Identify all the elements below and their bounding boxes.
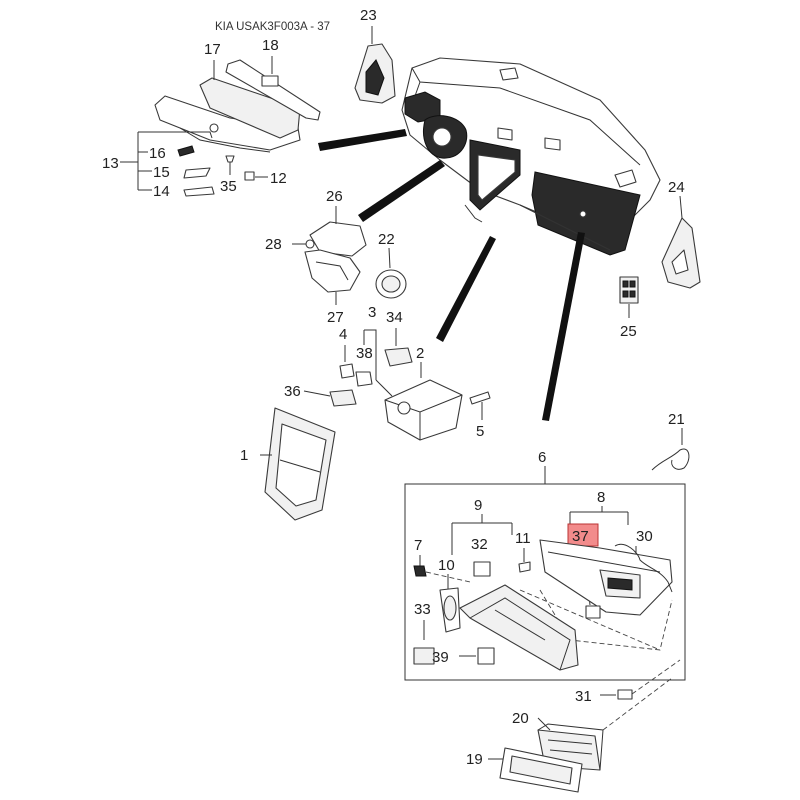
callout-5: 5 (476, 423, 484, 440)
callout-31: 31 (575, 688, 592, 705)
part-19-20-storage: 20 19 (466, 677, 673, 793)
callout-18: 18 (262, 37, 279, 54)
callout-34: 34 (386, 309, 403, 326)
callout-2: 2 (416, 345, 424, 362)
callout-1: 1 (240, 447, 248, 464)
pointer-arrows (318, 129, 585, 421)
callout-35: 35 (220, 178, 237, 195)
part-6-glovebox-frame: 6 (404, 449, 686, 681)
callout-10: 10 (438, 557, 455, 574)
part-21-wire: 21 (651, 411, 690, 471)
callout-33: 33 (414, 601, 431, 618)
part-9-group: 9 32 10 11 7 (413, 497, 531, 590)
callout-15: 15 (153, 164, 170, 181)
dashboard-assembly (401, 57, 661, 256)
callout-23: 23 (360, 7, 377, 24)
callout-17: 17 (204, 41, 221, 58)
part-26-27-28-shroud: 26 28 27 (265, 188, 367, 326)
callout-32: 32 (471, 536, 488, 553)
part-13-bracket: 13 16 15 14 35 12 (102, 131, 287, 200)
part-23-trim: 23 (354, 7, 396, 104)
part-8-bracket: 8 30 (569, 489, 653, 545)
callout-4: 4 (339, 326, 347, 343)
callout-3: 3 (368, 304, 376, 321)
part-33-39: 33 39 (413, 601, 495, 666)
callout-12: 12 (270, 170, 287, 187)
callout-28: 28 (265, 236, 282, 253)
callout-9: 9 (474, 497, 482, 514)
callout-39: 39 (432, 649, 449, 666)
diagram-title: KIA USAK3F003A - 37 (215, 21, 330, 33)
callout-13: 13 (102, 155, 119, 172)
callout-21: 21 (668, 411, 685, 428)
part-31: 31 (575, 659, 681, 705)
callout-16: 16 (149, 145, 166, 162)
callout-30: 30 (636, 528, 653, 545)
callout-7: 7 (414, 537, 422, 554)
part-22-ring: 22 (375, 231, 407, 299)
callout-37: 37 (572, 528, 589, 545)
callout-24: 24 (668, 179, 685, 196)
part-24-trim: 24 (661, 179, 701, 289)
part-25-switch: 25 (619, 276, 639, 340)
callout-8: 8 (597, 489, 605, 506)
callout-20: 20 (512, 710, 529, 727)
callout-36: 36 (284, 383, 301, 400)
part-1-bezel: 1 (240, 407, 336, 521)
part-center-stack: 3 38 4 34 2 5 36 (284, 304, 491, 441)
callout-22: 22 (378, 231, 395, 248)
callout-27: 27 (327, 309, 344, 326)
glovebox-door (439, 584, 579, 671)
callout-14: 14 (153, 183, 170, 200)
callout-19: 19 (466, 751, 483, 768)
callout-38: 38 (356, 345, 373, 362)
callout-25: 25 (620, 323, 637, 340)
callout-6: 6 (538, 449, 546, 466)
part-17-18-cover: 17 18 (154, 37, 321, 153)
callout-26: 26 (326, 188, 343, 205)
glovebox-housing (519, 539, 673, 651)
callout-11: 11 (515, 530, 531, 547)
